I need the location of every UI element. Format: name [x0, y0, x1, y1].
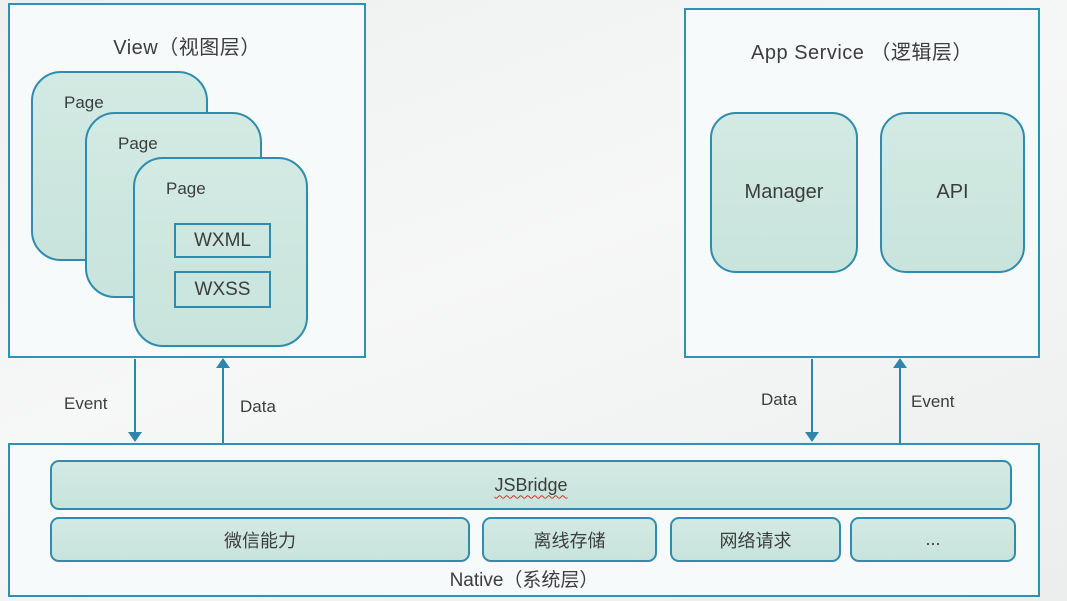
app-service-layer-title: App Service （逻辑层）: [751, 42, 973, 64]
native-layer-box: JSBridge 微信能力 离线存储 网络请求 ... Native（系统层）: [8, 443, 1040, 597]
manager-label: Manager: [744, 181, 824, 203]
page-card-label: Page: [118, 134, 158, 153]
capability-label: ...: [925, 529, 941, 549]
capability-box-network-request: 网络请求: [670, 517, 841, 562]
page-card-front: Page WXML WXSS: [133, 157, 308, 347]
manager-box: Manager: [710, 112, 858, 273]
wxml-box: WXML: [174, 223, 271, 258]
app-service-layer-box: App Service （逻辑层） Manager API: [684, 8, 1040, 358]
event-up-arrow-right: [899, 368, 901, 443]
event-up-arrowhead-right: [893, 358, 907, 368]
arrow-label-data-left: Data: [240, 397, 276, 416]
event-down-arrowhead-left: [128, 432, 142, 442]
native-layer-title: Native（系统层）: [449, 570, 599, 591]
capability-box-offline-storage: 离线存储: [482, 517, 657, 562]
view-layer-title: View（视图层）: [113, 37, 261, 59]
arrow-label-data-right: Data: [761, 390, 797, 409]
capability-box-wechat: 微信能力: [50, 517, 470, 562]
wxss-box: WXSS: [174, 271, 271, 308]
capability-label: 网络请求: [719, 530, 792, 551]
event-down-arrow-left: [134, 359, 136, 434]
capability-box-more: ...: [850, 517, 1016, 562]
data-down-arrow-right: [811, 359, 813, 434]
page-card-label: Page: [64, 93, 104, 112]
data-down-arrowhead-right: [805, 432, 819, 442]
arrow-label-event-left: Event: [64, 394, 108, 413]
jsbridge-bar: JSBridge: [50, 460, 1012, 510]
wxss-label: WXSS: [194, 278, 251, 300]
data-up-arrowhead-left: [216, 358, 230, 368]
page-card-label: Page: [166, 179, 206, 198]
view-layer-box: View（视图层） Page Page Page WXML WXSS: [8, 3, 366, 358]
data-up-arrow-left: [222, 368, 224, 443]
capability-label: 离线存储: [533, 530, 606, 551]
api-label: API: [936, 181, 969, 203]
api-box: API: [880, 112, 1025, 273]
arrow-label-event-right: Event: [911, 392, 955, 411]
jsbridge-label: JSBridge: [494, 474, 568, 495]
wxml-label: WXML: [194, 229, 251, 251]
capability-label: 微信能力: [224, 530, 296, 551]
